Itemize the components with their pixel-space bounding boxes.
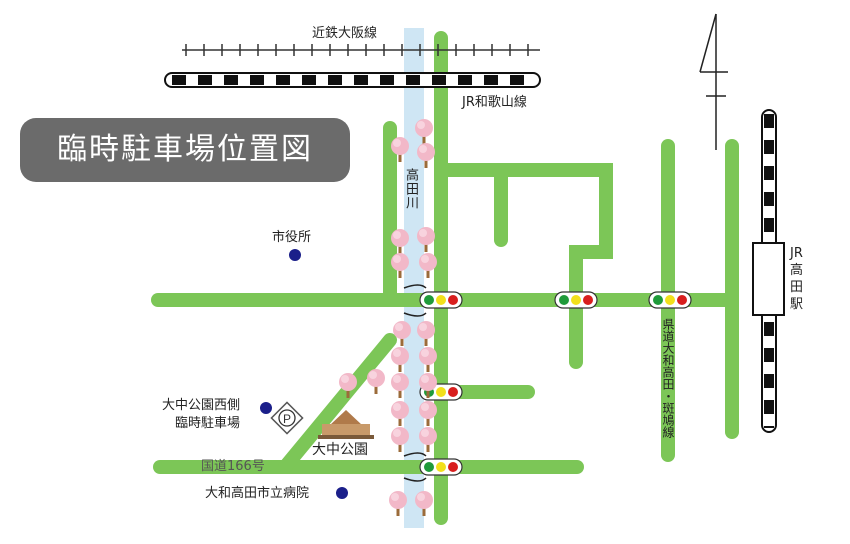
cherry-tree-icon <box>367 369 385 394</box>
cherry-tree-icon <box>415 119 433 144</box>
parking-label-line1: 大中公園西側 <box>162 398 241 413</box>
cherry-tree-icon <box>393 321 411 346</box>
svg-text:P: P <box>283 412 291 426</box>
traffic-light-icon <box>648 291 692 309</box>
cherry-tree-icon <box>415 491 433 516</box>
jr-wakayama-line-label: JR和歌山線 <box>462 95 527 110</box>
kintetsu-line-label: 近鉄大阪線 <box>312 26 378 41</box>
parking-label-line2: 臨時駐車場 <box>175 416 241 431</box>
cherry-tree-icon <box>391 373 409 398</box>
map-title: 臨時駐車場位置図 <box>20 118 350 182</box>
road-diagonal <box>278 333 397 474</box>
cherry-tree-icon <box>419 427 437 452</box>
parking-icon: P <box>270 401 304 435</box>
traffic-light-icon <box>419 291 463 309</box>
cherry-tree-icon <box>389 491 407 516</box>
route-166-label: 国道166号 <box>201 459 265 474</box>
road-north-loop <box>434 163 613 369</box>
city-hall-marker <box>289 249 301 261</box>
cherry-trees <box>339 119 437 516</box>
north-arrow-icon <box>699 13 728 150</box>
bridge-marks <box>403 284 427 482</box>
takada-station-box <box>752 242 785 316</box>
cherry-tree-icon <box>419 253 437 278</box>
hospital-marker <box>336 487 348 499</box>
cherry-tree-icon <box>419 373 437 398</box>
cherry-tree-icon <box>391 229 409 254</box>
jr-station-line <box>752 109 785 433</box>
cherry-tree-icon <box>419 347 437 372</box>
traffic-lights <box>419 291 692 476</box>
river-label: 高田川 <box>403 168 418 210</box>
cherry-tree-icon <box>391 427 409 452</box>
park-building-icon <box>318 410 374 439</box>
cherry-tree-icon <box>417 227 435 252</box>
station-label: JR高田駅 <box>790 246 804 312</box>
traffic-light-icon <box>419 458 463 476</box>
parking-marker <box>260 402 272 414</box>
prefectural-road-label: 県道大和高田・斑鳩線 <box>661 318 675 438</box>
cherry-tree-icon <box>419 401 437 426</box>
city-hall-label: 市役所 <box>272 230 312 245</box>
cherry-tree-icon <box>417 143 435 168</box>
hospital-label: 大和高田市立病院 <box>205 486 310 501</box>
traffic-light-icon <box>554 291 598 309</box>
roads <box>151 31 739 525</box>
cherry-tree-icon <box>391 137 409 162</box>
cherry-tree-icon <box>417 321 435 346</box>
park-label: 大中公園 <box>312 442 368 458</box>
kintetsu-line <box>182 44 540 56</box>
cherry-tree-icon <box>391 347 409 372</box>
jr-wakayama-line <box>164 72 541 88</box>
cherry-tree-icon <box>391 253 409 278</box>
cherry-tree-icon <box>391 401 409 426</box>
cherry-tree-icon <box>339 373 357 398</box>
parking-label: 大中公園西側 臨時駐車場 <box>162 398 240 432</box>
